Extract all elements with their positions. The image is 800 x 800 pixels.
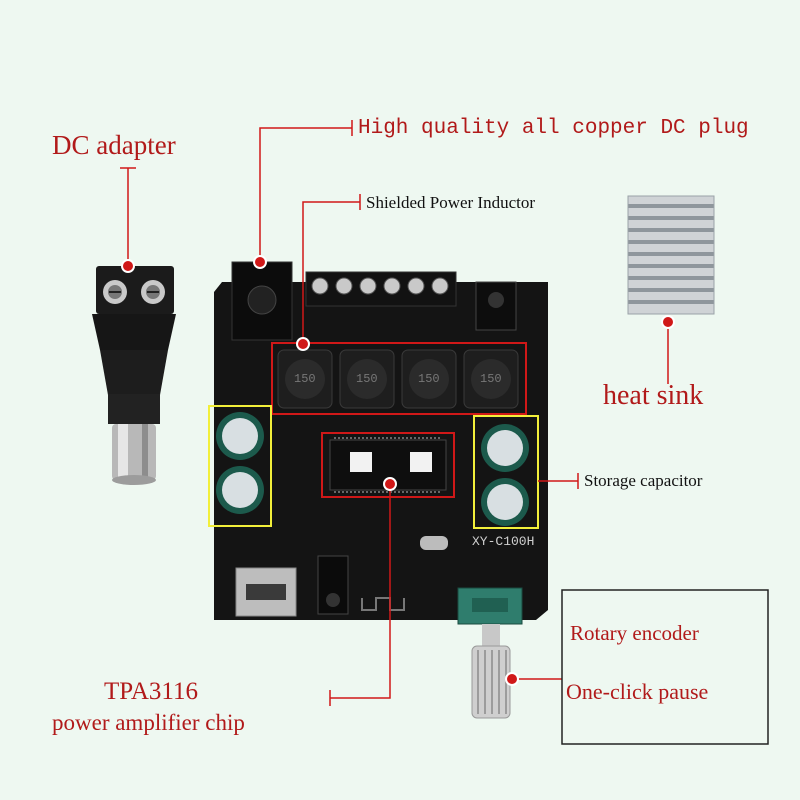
inductor-group [277,349,519,409]
rotary-encoder-label: Rotary encoder [570,621,699,645]
inductor-marking-3: 150 [418,372,440,386]
board-model-text: XY-C100H [472,534,535,549]
capacitors-right [481,424,529,526]
storage-capacitor-label: Storage capacitor [584,471,703,490]
dc-plug-label: High quality all copper DC plug [358,117,749,140]
dc-adapter-image [92,266,176,485]
heat-sink-image [627,195,715,315]
dc-adapter-label: DC adapter [52,130,176,160]
inductor-highlight [271,342,527,415]
inductor-marking-4: 150 [480,372,502,386]
chip-description-label: power amplifier chip [52,710,245,735]
rotary-encoder-image [457,587,523,719]
rotary-callout-box [561,589,769,745]
capacitors-left [216,412,264,514]
inductor-label: Shielded Power Inductor [366,193,536,212]
capacitor-highlight-left [208,405,272,527]
chip-name-label: TPA3116 [104,678,199,705]
leader-lines [120,120,669,706]
amplifier-board-image [214,261,548,620]
capacitor-highlight-right [473,415,539,529]
one-click-pause-label: One-click pause [566,679,709,704]
chip-highlight [321,432,455,498]
inductor-marking-2: 150 [356,372,378,386]
heat-sink-label: heat sink [603,380,704,411]
inductor-marking-1: 150 [294,372,316,386]
